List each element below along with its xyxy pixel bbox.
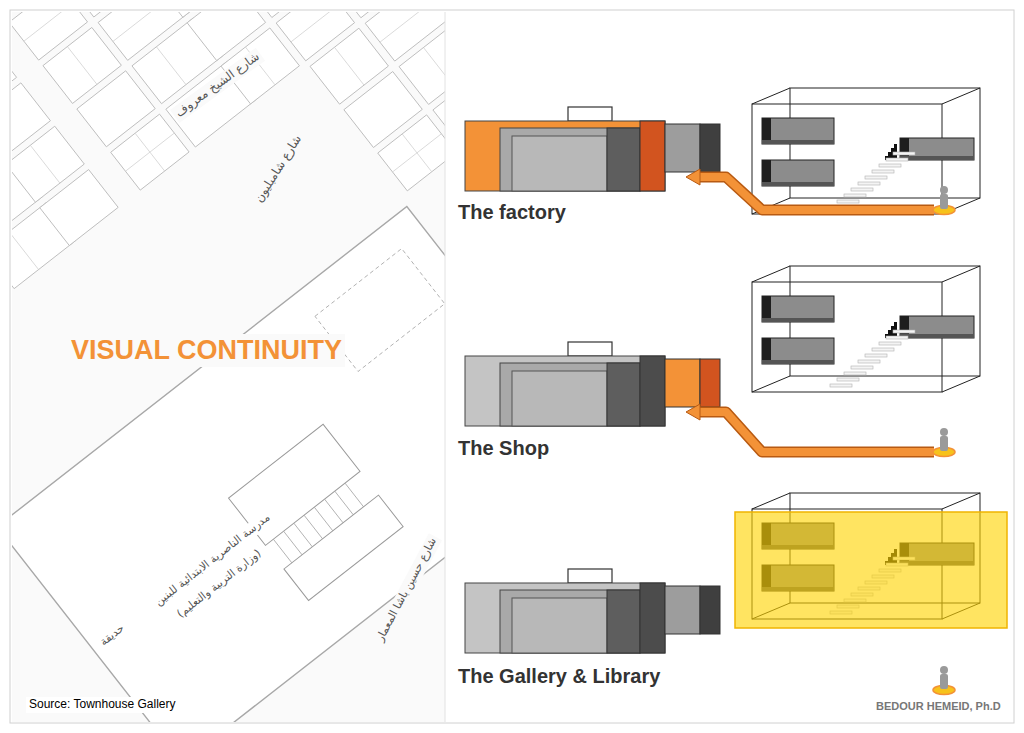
section-box (735, 493, 1007, 628)
person-figure (933, 666, 955, 695)
panel-caption: The Gallery & Library (458, 665, 660, 688)
view-path-arrow (686, 404, 934, 452)
massing-model (465, 342, 720, 426)
cadastral-map (12, 12, 445, 722)
section-box (752, 88, 980, 214)
person-figure (933, 428, 955, 457)
massing-model (465, 107, 720, 191)
view-path-arrow (686, 169, 934, 210)
panel-caption: The factory (458, 201, 566, 224)
author-credit: BEDOUR HEMEID, Ph.D (876, 700, 1001, 713)
section-box (752, 266, 980, 392)
massing-model (465, 569, 720, 653)
title: VISUAL CONTINUITY (68, 334, 345, 367)
panel-caption: The Shop (458, 437, 549, 460)
person-figure (933, 186, 955, 215)
source-note: Source: Townhouse Gallery (26, 697, 179, 713)
